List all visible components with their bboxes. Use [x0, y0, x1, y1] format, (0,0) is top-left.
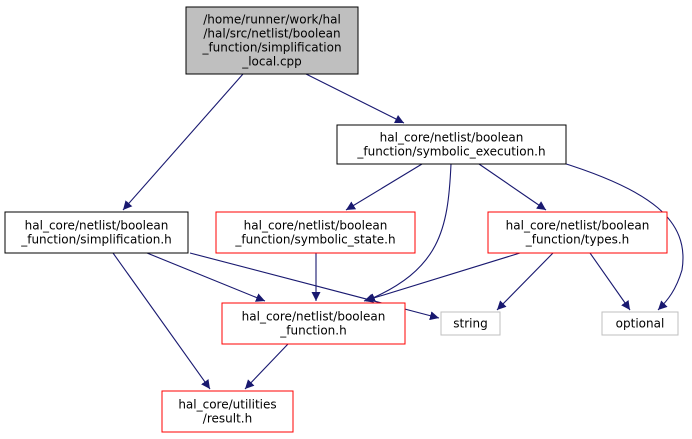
edge-symbolic-execution-to-symbolic-state	[345, 163, 423, 211]
node-label-line: hal_core/netlist/boolean	[506, 219, 650, 233]
edge-root-to-symbolic-execution	[305, 73, 405, 124]
node-label-line: hal_core/utilities	[178, 398, 276, 412]
node-label-line: optional	[616, 317, 665, 331]
edge-types-to-string	[496, 252, 554, 311]
node-box	[336, 124, 567, 165]
edge-types-to-optional	[589, 252, 631, 311]
node-optional[interactable]: optional	[601, 311, 679, 336]
node-symbolic-execution[interactable]: hal_core/netlist/boolean_function/symbol…	[336, 124, 567, 165]
node-label-line: hal_core/netlist/boolean	[380, 131, 524, 145]
edge-symbolic-execution-to-optional	[559, 161, 684, 311]
node-label-line: /hal/src/netlist/boolean	[203, 27, 340, 41]
node-label-line: _function/symbolic_state.h	[234, 233, 395, 247]
node-root[interactable]: /home/runner/work/hal/hal/src/netlist/bo…	[185, 6, 359, 75]
node-box	[215, 211, 416, 254]
node-box	[440, 311, 501, 336]
node-string[interactable]: string	[440, 311, 501, 336]
node-box	[601, 311, 679, 336]
node-label-line: _function/simplification	[201, 41, 341, 55]
edge-simplification-to-result	[112, 252, 211, 390]
edge-boolean-function-to-result	[244, 343, 289, 390]
node-label-line: _function.h	[279, 324, 346, 338]
node-box	[185, 6, 359, 75]
node-label-line: /result.h	[203, 412, 252, 426]
node-simplification[interactable]: hal_core/netlist/boolean_function/simpli…	[4, 211, 189, 254]
edge-symbolic-execution-to-types	[478, 163, 547, 211]
edge-simplification-to-boolean-function	[146, 252, 266, 302]
node-label-line: _local.cpp	[241, 55, 302, 69]
edges	[112, 73, 684, 390]
node-box	[4, 211, 189, 254]
node-box	[161, 390, 294, 433]
edge-root-to-simplification	[122, 73, 244, 211]
edge-symbolic-execution-to-boolean-function	[365, 163, 452, 302]
node-label-line: string	[453, 317, 487, 331]
node-label-line: /home/runner/work/hal	[203, 13, 341, 27]
node-result[interactable]: hal_core/utilities/result.h	[161, 390, 294, 433]
node-label-line: hal_core/netlist/boolean	[25, 219, 169, 233]
node-symbolic-state[interactable]: hal_core/netlist/boolean_function/symbol…	[215, 211, 416, 254]
node-label-line: _function/types.h	[525, 233, 630, 247]
node-types[interactable]: hal_core/netlist/boolean_function/types.…	[487, 211, 668, 254]
edge-types-to-boolean-function	[363, 252, 521, 303]
nodes: /home/runner/work/hal/hal/src/netlist/bo…	[4, 6, 679, 433]
node-boolean-function[interactable]: hal_core/netlist/boolean_function.h	[221, 302, 406, 345]
node-label-line: hal_core/netlist/boolean	[242, 310, 386, 324]
node-label-line: hal_core/netlist/boolean	[244, 219, 388, 233]
node-box	[487, 211, 668, 254]
node-label-line: _function/simplification.h	[20, 233, 172, 247]
node-box	[221, 302, 406, 345]
node-label-line: _function/symbolic_execution.h	[356, 145, 545, 159]
